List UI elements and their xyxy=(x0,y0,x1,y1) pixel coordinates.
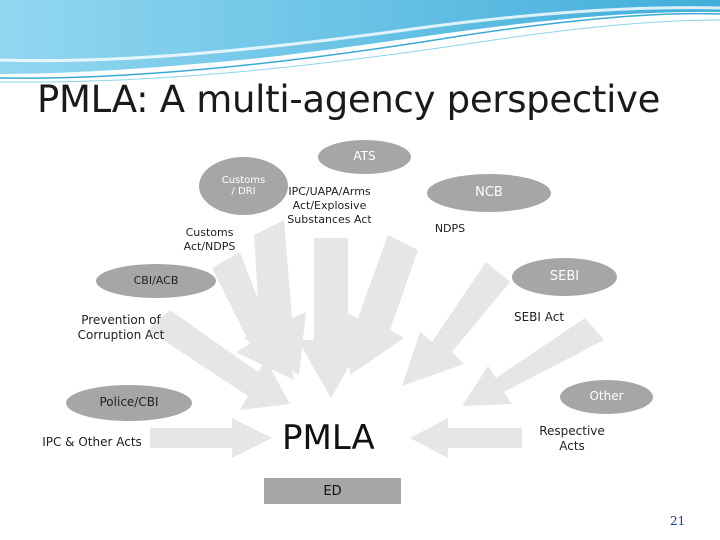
arrow-horizontal-right xyxy=(410,418,522,458)
arrow-down-center xyxy=(298,238,364,398)
agency-ats-label: ATS xyxy=(353,149,376,164)
agency-ncb-label: NCB xyxy=(475,184,503,200)
page-number: 21 xyxy=(670,514,686,528)
agency-cbi-acb-label: CBI/ACB xyxy=(133,273,179,287)
law-respective-acts: Respective Acts xyxy=(539,424,605,453)
arrow-diagonal-left xyxy=(212,252,294,380)
agency-cbi-acb: CBI/ACB xyxy=(96,264,216,298)
law-ndps: NDPS xyxy=(434,222,466,235)
agency-other: Other xyxy=(560,380,653,414)
agency-customs-dri-label: Customs / DRI xyxy=(221,174,266,198)
agency-sebi: SEBI xyxy=(512,258,617,296)
arrow-diagonal-lower-left xyxy=(148,310,290,410)
agency-police-cbi-label: Police/CBI xyxy=(99,395,159,410)
arrow-diagonal-lower-right xyxy=(462,318,604,406)
agency-ats: ATS xyxy=(318,140,411,174)
agency-other-label: Other xyxy=(589,389,624,404)
center-agency-ed-label: ED xyxy=(323,483,342,499)
arrow-diagonal-right xyxy=(402,262,510,386)
arrow-horizontal-left xyxy=(150,418,272,458)
agency-sebi-label: SEBI xyxy=(549,268,580,284)
arrow-diagonal-upper-right xyxy=(344,235,418,375)
agency-customs-dri: Customs / DRI xyxy=(199,157,288,215)
center-agency-ed: ED xyxy=(264,478,401,504)
law-prevention-of-corruption: Prevention of Corruption Act xyxy=(77,313,165,342)
law-ipc-uapa-arms: IPC/UAPA/Arms Act/Explosive Substances A… xyxy=(287,185,372,226)
center-label-pmla: PMLA xyxy=(282,418,375,458)
law-ipc-other-acts: IPC & Other Acts xyxy=(42,435,142,449)
law-sebi-act: SEBI Act xyxy=(513,310,565,324)
agency-police-cbi: Police/CBI xyxy=(66,385,192,421)
header-wave-decoration xyxy=(0,0,720,83)
slide-title: PMLA: A multi-agency perspective xyxy=(37,78,661,121)
agency-ncb: NCB xyxy=(427,174,551,212)
law-customs-ndps: Customs Act/NDPS xyxy=(183,226,236,253)
